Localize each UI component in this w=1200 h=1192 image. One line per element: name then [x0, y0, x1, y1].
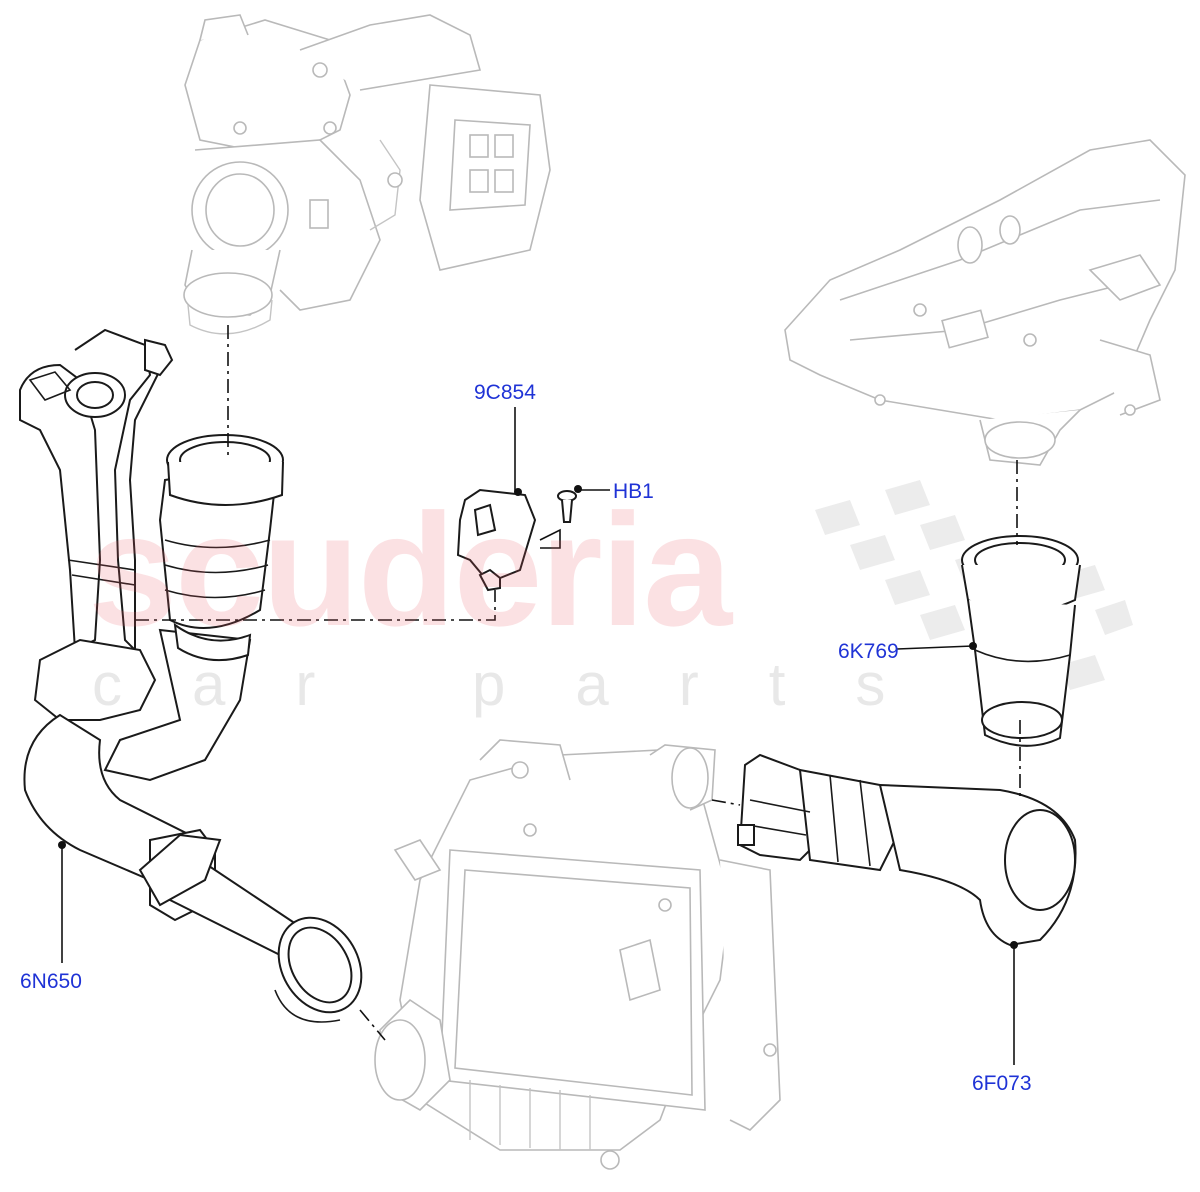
part-hb1-screw[interactable] — [557, 485, 582, 523]
label-6f073[interactable]: 6F073 — [972, 1072, 1032, 1095]
intake-manifold-ghost — [784, 139, 1186, 466]
watermark-subtitle: car parts — [92, 651, 956, 718]
label-9c854[interactable]: 9C854 — [474, 381, 536, 404]
turbocharger-ghost — [183, 14, 551, 335]
intercooler-ghost — [374, 739, 781, 1170]
assembly-centerlines — [135, 325, 1021, 1041]
watermark-title: scuderia — [88, 480, 732, 659]
part-9c854-sensor[interactable] — [456, 488, 537, 592]
leader-lines — [58, 407, 1015, 1065]
turbo-outlet-boot[interactable] — [158, 434, 284, 662]
part-6n650-hose[interactable] — [19, 328, 378, 1027]
part-6f073-hose[interactable] — [737, 753, 1077, 949]
label-hb1[interactable]: HB1 — [613, 480, 654, 503]
label-6n650[interactable]: 6N650 — [20, 970, 82, 993]
label-6k769[interactable]: 6K769 — [838, 640, 899, 663]
part-6k769-coupler[interactable] — [961, 535, 1081, 747]
